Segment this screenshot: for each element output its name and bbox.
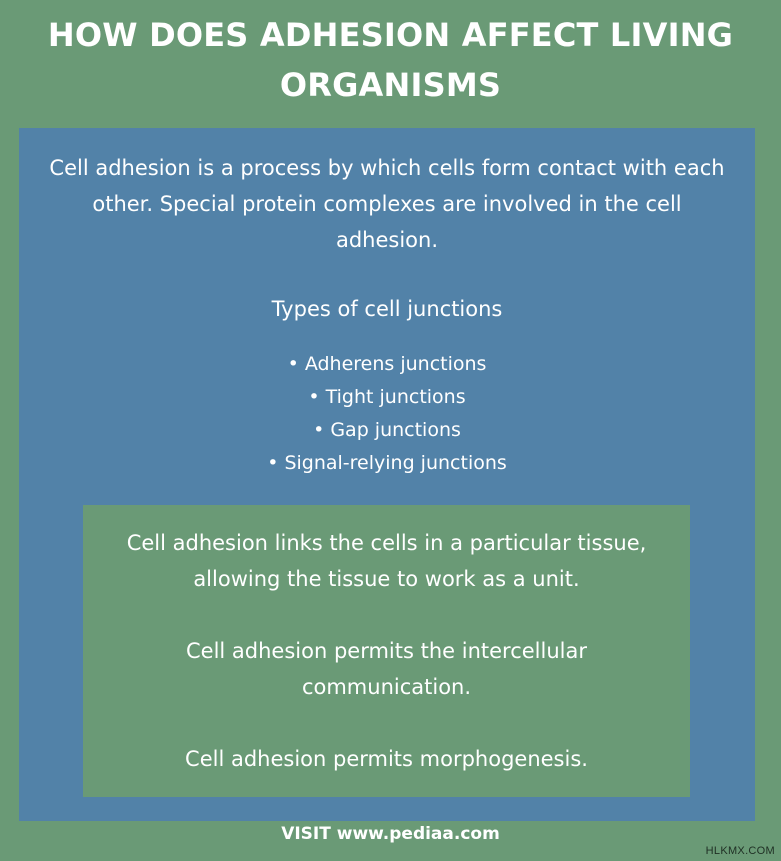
footer-visit-link: VISIT www.pediaa.com (281, 824, 500, 844)
info-panel: Cell adhesion is a process by which cell… (19, 128, 755, 821)
junction-types-heading: Types of cell junctions (271, 297, 503, 321)
effects-panel: Cell adhesion links the cells in a parti… (83, 505, 690, 797)
list-item: Tight junctions (19, 381, 755, 414)
watermark: HLKMX.COM (705, 845, 775, 857)
effect-text: Cell adhesion links the cells in a parti… (126, 531, 647, 591)
page-title: HOW DOES ADHESION AFFECT LIVING ORGANISM… (47, 16, 734, 104)
effect-text: Cell adhesion permits the intercellular … (185, 639, 587, 699)
list-item: Gap junctions (19, 414, 755, 447)
effect-text: Cell adhesion permits morphogenesis. (185, 747, 588, 771)
list-item: Signal-relying junctions (19, 447, 755, 480)
intro-paragraph: Cell adhesion is a process by which cell… (49, 156, 725, 252)
junction-types-list: Adherens junctions Tight junctions Gap j… (19, 348, 755, 480)
list-item: Adherens junctions (19, 348, 755, 381)
